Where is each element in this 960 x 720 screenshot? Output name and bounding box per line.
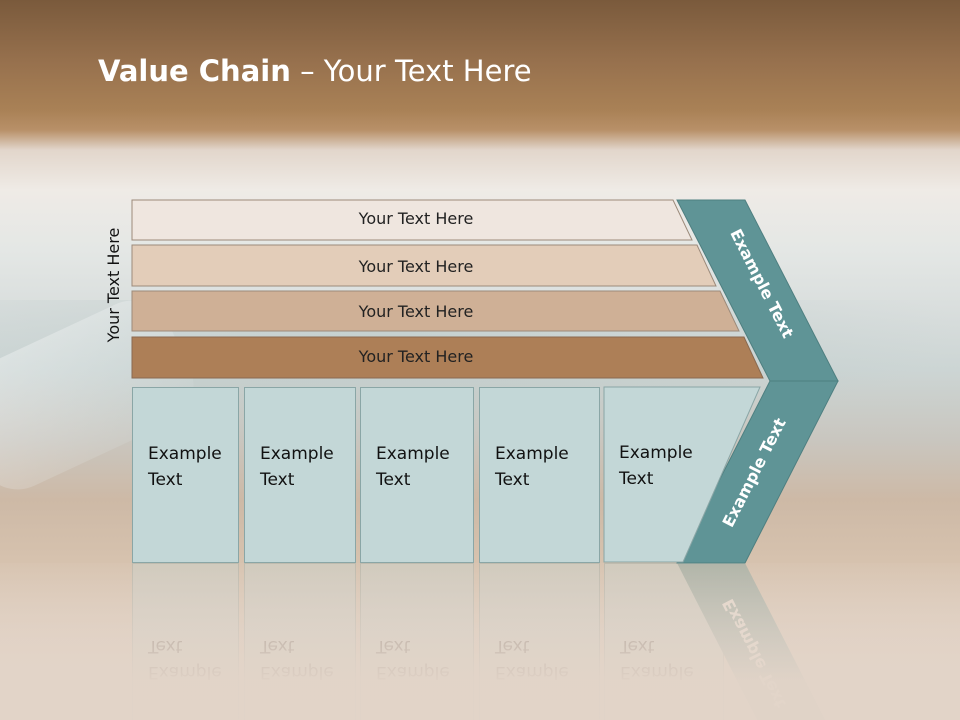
- box-4-line2: Text: [495, 470, 530, 490]
- reflection-fade: [0, 563, 960, 720]
- box-4[interactable]: Example Text: [479, 387, 600, 563]
- bar-4[interactable]: [131, 336, 764, 379]
- box-2-line1: Example: [260, 444, 334, 464]
- box-1-line2: Text: [148, 470, 183, 490]
- bar-1-label: Your Text Here: [358, 209, 474, 228]
- title-bold: Value Chain: [98, 54, 291, 88]
- box-1[interactable]: Example Text: [132, 387, 239, 563]
- bar-3[interactable]: [131, 290, 740, 332]
- box-2[interactable]: Example Text: [244, 387, 356, 563]
- bar-2-label: Your Text Here: [358, 257, 474, 276]
- title-rest: – Your Text Here: [290, 54, 532, 88]
- box-3-line2: Text: [376, 470, 411, 490]
- box-2-line2: Text: [260, 470, 295, 490]
- box-4-line1: Example: [495, 444, 569, 464]
- bar-2[interactable]: [131, 244, 717, 287]
- box-5-line1: Example: [619, 443, 693, 463]
- bar-3-label: Your Text Here: [358, 302, 474, 321]
- box-5-line2: Text: [618, 469, 654, 489]
- box-3[interactable]: Example Text: [360, 387, 474, 563]
- last-box[interactable]: [603, 386, 761, 563]
- bar-4-label: Your Text Here: [358, 347, 474, 366]
- box-3-line1: Example: [376, 444, 450, 464]
- box-1-line1: Example: [148, 444, 222, 464]
- slide-title: Value Chain – Your Text Here: [98, 54, 532, 88]
- bar-1[interactable]: [131, 199, 693, 241]
